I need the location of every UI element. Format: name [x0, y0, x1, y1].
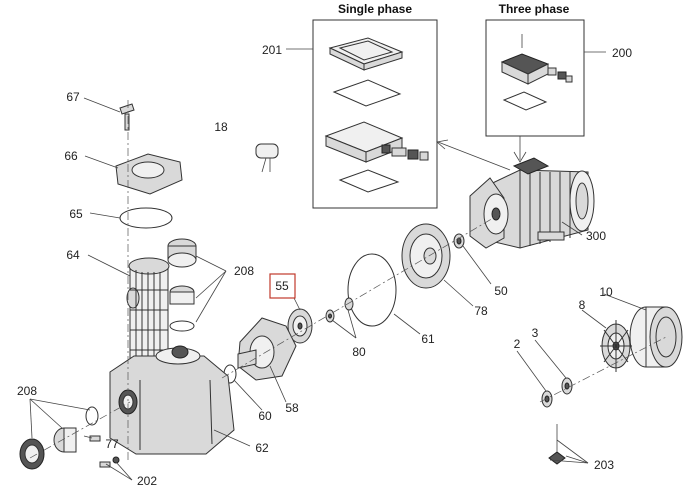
unions-208 [167, 238, 197, 332]
label-10: 10 [599, 285, 613, 299]
bearing-2 [541, 390, 553, 408]
pump-body-62 [109, 345, 235, 455]
axis-left [29, 401, 131, 459]
diffuser-58 [237, 317, 297, 381]
drain-plugs [89, 435, 120, 468]
label-61: 61 [421, 332, 435, 346]
label-66: 66 [64, 149, 78, 163]
three-phase-header: Three phase [499, 2, 570, 16]
three-phase-terminal-box [500, 34, 573, 111]
label-77: 77 [105, 437, 119, 451]
label-201: 201 [262, 43, 282, 57]
fan-8 [600, 320, 632, 372]
label-55: 55 [275, 279, 289, 293]
label-60: 60 [258, 409, 272, 423]
label-300: 300 [586, 229, 606, 243]
single-phase-arrow-line [437, 141, 511, 171]
label-80: 80 [352, 345, 366, 359]
label-200: 200 [612, 46, 632, 60]
axis-main [221, 213, 501, 379]
unions-208-left [19, 406, 99, 470]
single-phase-terminal-box [324, 37, 429, 193]
motor [469, 157, 595, 249]
o-ring-61 [347, 253, 397, 327]
highlight-box-55 [269, 273, 296, 299]
label-65: 65 [69, 207, 83, 221]
single-phase-header: Single phase [338, 2, 412, 16]
leader-lines [29, 48, 647, 481]
seal-plate-78 [401, 223, 451, 289]
label-203: 203 [594, 458, 614, 472]
label-78: 78 [474, 304, 488, 318]
label-64: 64 [66, 248, 80, 262]
label-2: 2 [514, 337, 521, 351]
label-67: 67 [66, 90, 80, 104]
knob-67 [119, 103, 135, 131]
label-202: 202 [137, 474, 157, 488]
label-208-top: 208 [234, 264, 254, 278]
impeller-55 [287, 308, 313, 344]
label-8: 8 [579, 298, 586, 312]
label-3: 3 [532, 326, 539, 340]
label-62: 62 [255, 441, 269, 455]
capacitor-18 [255, 143, 279, 173]
three-phase-arrow-head [513, 151, 527, 163]
label-58: 58 [285, 401, 299, 415]
fan-cover-10 [629, 306, 683, 368]
single-phase-arrow-head [436, 139, 449, 150]
label-18: 18 [214, 120, 228, 134]
label-50: 50 [494, 284, 508, 298]
impeller-seals-80 [325, 297, 354, 323]
bearing-3 [561, 377, 573, 395]
lid-66 [115, 153, 183, 195]
label-208-left: 208 [17, 384, 37, 398]
basket-64 [126, 257, 170, 363]
